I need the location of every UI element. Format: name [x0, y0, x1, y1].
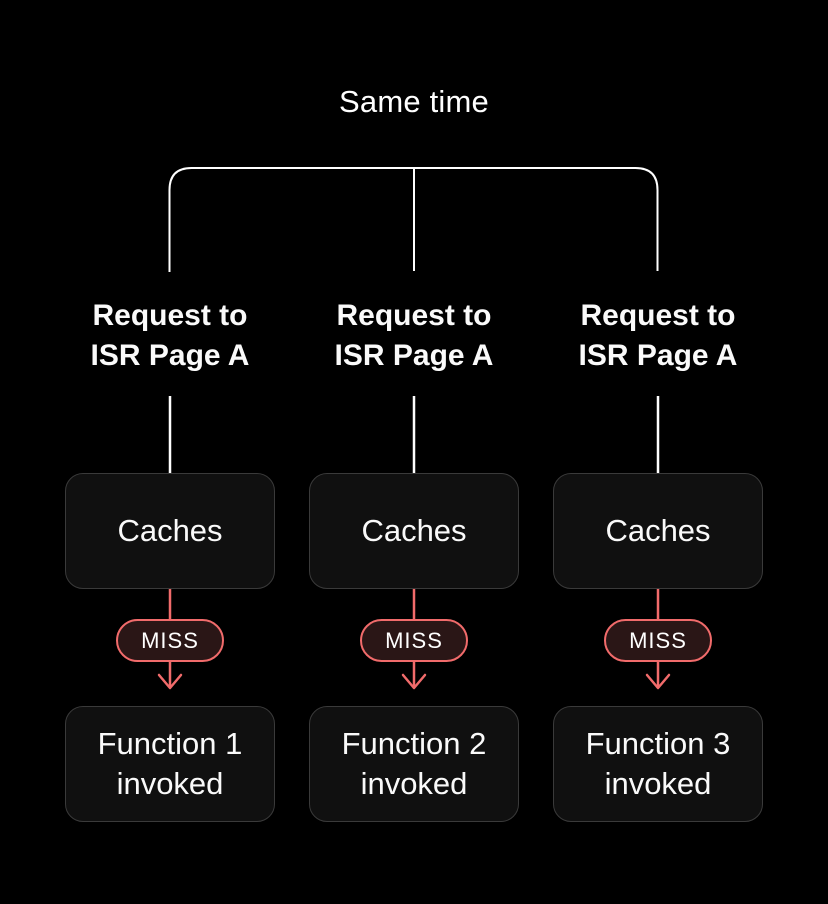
miss-arrowhead-icon — [157, 673, 183, 690]
request-label-2: Request to ISR Page A — [334, 299, 494, 372]
request-label-3: Request to ISR Page A — [578, 299, 738, 372]
request-label-1: Request to ISR Page A — [90, 299, 250, 372]
caches-box-2: Caches — [309, 473, 519, 589]
miss-status-badge-1: MISS — [116, 619, 224, 662]
miss-status-badge-3: MISS — [604, 619, 712, 662]
miss-arrowhead-icon — [645, 673, 671, 690]
function-box-1: Function 1 invoked — [65, 706, 275, 822]
caches-box-3: Caches — [553, 473, 763, 589]
caches-box-1: Caches — [65, 473, 275, 589]
function-box-3: Function 3 invoked — [553, 706, 763, 822]
miss-status-badge-2: MISS — [360, 619, 468, 662]
miss-arrowhead-icon — [401, 673, 427, 690]
function-box-2: Function 2 invoked — [309, 706, 519, 822]
diagram-title: Same time — [339, 84, 489, 119]
